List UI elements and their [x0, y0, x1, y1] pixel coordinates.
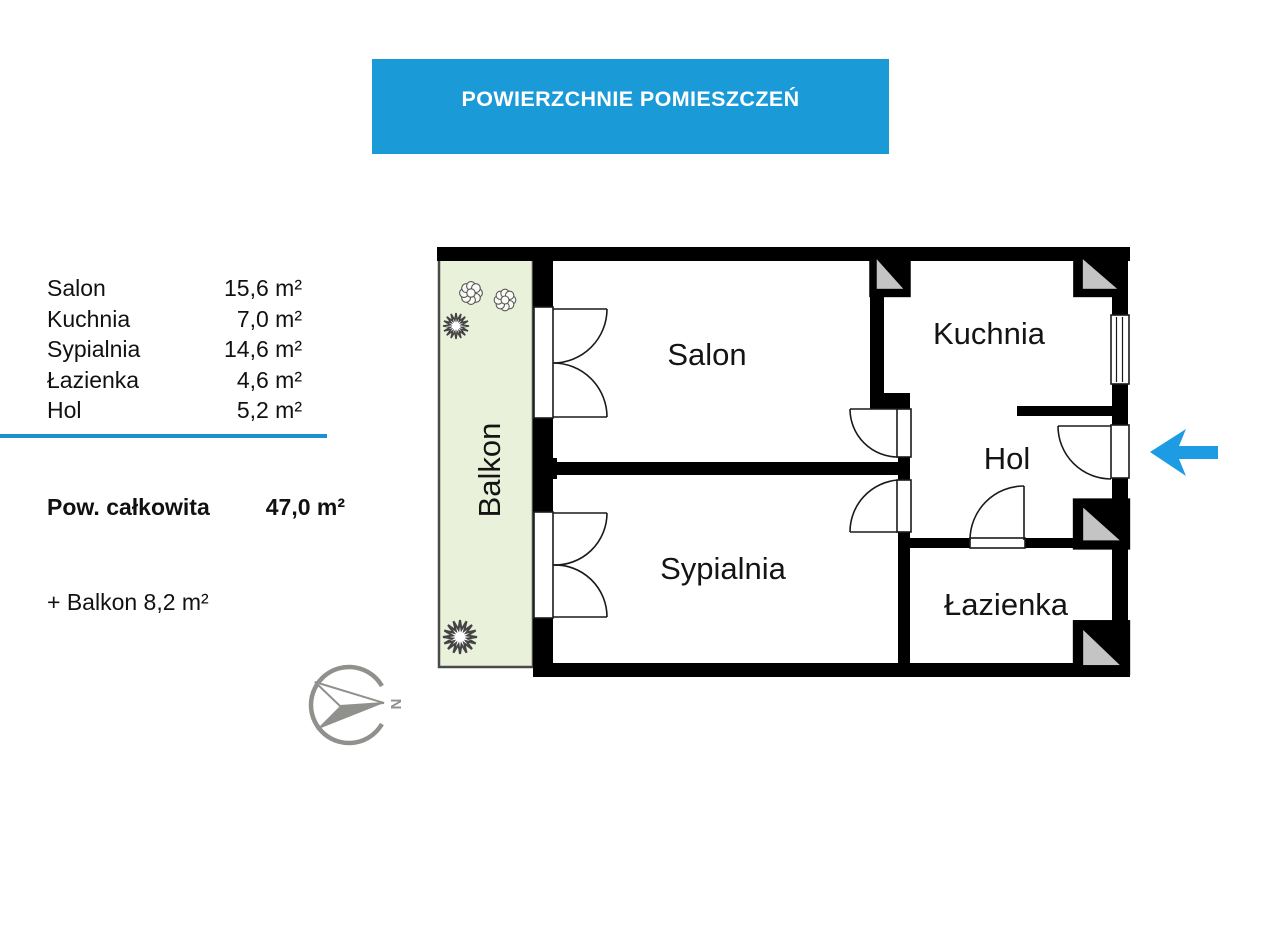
door-swings: [552, 308, 1112, 618]
legend-row-sypialnia: Sypialnia 14,6 m²: [47, 334, 302, 365]
wall-divider-notch: [533, 458, 557, 479]
room-label-kuchnia: Kuchnia: [933, 316, 1046, 351]
wall-bottom: [533, 663, 1130, 677]
legend-value: 4,6 m²: [236, 366, 302, 393]
legend-row-salon: Salon 15,6 m²: [47, 273, 302, 304]
room-label-salon: Salon: [667, 337, 746, 372]
door-arc: [552, 362, 608, 418]
wall-hall-west: [898, 532, 910, 668]
legend-row-lazienka: Łazienka 4,6 m²: [47, 365, 302, 396]
legend-value: 14,6 m²: [224, 336, 302, 362]
balcony-door-bedroom-threshold: [533, 511, 554, 619]
corner-pillar: [1078, 503, 1125, 545]
door-arc: [969, 485, 1025, 541]
wall-room-divider: [555, 462, 903, 475]
room-label-hol: Hol: [984, 441, 1031, 476]
entrance-door-threshold: [1110, 424, 1130, 479]
room-labels: Salon Kuchnia Hol Sypialnia Łazienka Bal…: [472, 316, 1069, 622]
legend-value: 7,0 m²: [236, 305, 302, 332]
total-area-label: Pow. całkowita: [47, 494, 210, 520]
wall-bathroom-top: [904, 538, 970, 548]
door-arc: [1057, 425, 1112, 480]
total-area-value: 47,0 m²: [265, 494, 345, 520]
plant-icon: [459, 281, 483, 305]
legend-row-hol: Hol 5,2 m²: [47, 395, 302, 426]
legend-label: Łazienka: [47, 366, 140, 393]
room-label-balkon: Balkon: [472, 423, 507, 518]
door-arc: [552, 564, 608, 618]
entrance-arrow-icon: [1150, 429, 1218, 476]
balcony-area: [437, 250, 535, 669]
compass-ring: [308, 664, 384, 746]
door-arc: [849, 408, 899, 458]
wall-kitchen-hall-stub: [1017, 406, 1113, 416]
plant-icon: [442, 312, 470, 340]
legend-row-kuchnia: Kuchnia 7,0 m²: [47, 304, 302, 335]
walls: [437, 247, 1130, 677]
room-label-sypialnia: Sypialnia: [660, 551, 787, 586]
kitchen-window: [1110, 314, 1130, 385]
plant-icon: [441, 618, 479, 656]
wall-left: [533, 618, 553, 677]
total-area-row: Pow. całkowita 47,0 m²: [47, 494, 345, 521]
plant-icon: [493, 288, 517, 312]
corner-pillar: [1078, 625, 1125, 670]
compass-needle-bottom: [316, 703, 384, 730]
door-arc: [552, 308, 608, 364]
openings: [533, 306, 1130, 619]
room-label-lazienka: Łazienka: [944, 587, 1069, 622]
corner-pillar: [873, 255, 907, 293]
wall-left: [533, 247, 553, 308]
wall-right: [1112, 384, 1128, 425]
door-arc: [849, 479, 899, 533]
area-legend: Salon 15,6 m² Kuchnia 7,0 m² Sypialnia 1…: [47, 273, 302, 426]
bedroom-door-threshold: [896, 479, 912, 533]
wall-bathroom-top: [1025, 538, 1112, 548]
corner-pillar: [1078, 255, 1122, 293]
page-title: POWIERZCHNIE POMIESZCZEŃ: [461, 87, 800, 111]
door-arc: [552, 512, 608, 566]
bathroom-door-threshold: [969, 537, 1026, 549]
compass-icon: N: [308, 664, 404, 746]
balcony-door-salon-threshold: [533, 306, 554, 419]
legend-label: Sypialnia: [47, 336, 141, 362]
legend-divider-line: [0, 434, 327, 438]
legend-value: 15,6 m²: [224, 275, 302, 301]
salon-door-threshold: [896, 408, 912, 458]
balcony-area-note: + Balkon 8,2 m²: [47, 589, 209, 615]
wall-top: [437, 247, 1130, 261]
wall-kitchen-jog: [870, 393, 910, 409]
legend-label: Kuchnia: [47, 305, 131, 332]
wall-kitchen-left: [870, 293, 884, 397]
legend-value: 5,2 m²: [236, 397, 302, 423]
compass-needle-top: [314, 681, 385, 708]
compass-north-letter: N: [387, 699, 404, 710]
legend-label: Hol: [47, 397, 82, 423]
title-bar: POWIERZCHNIE POMIESZCZEŃ: [372, 59, 889, 154]
legend-label: Salon: [47, 275, 106, 301]
